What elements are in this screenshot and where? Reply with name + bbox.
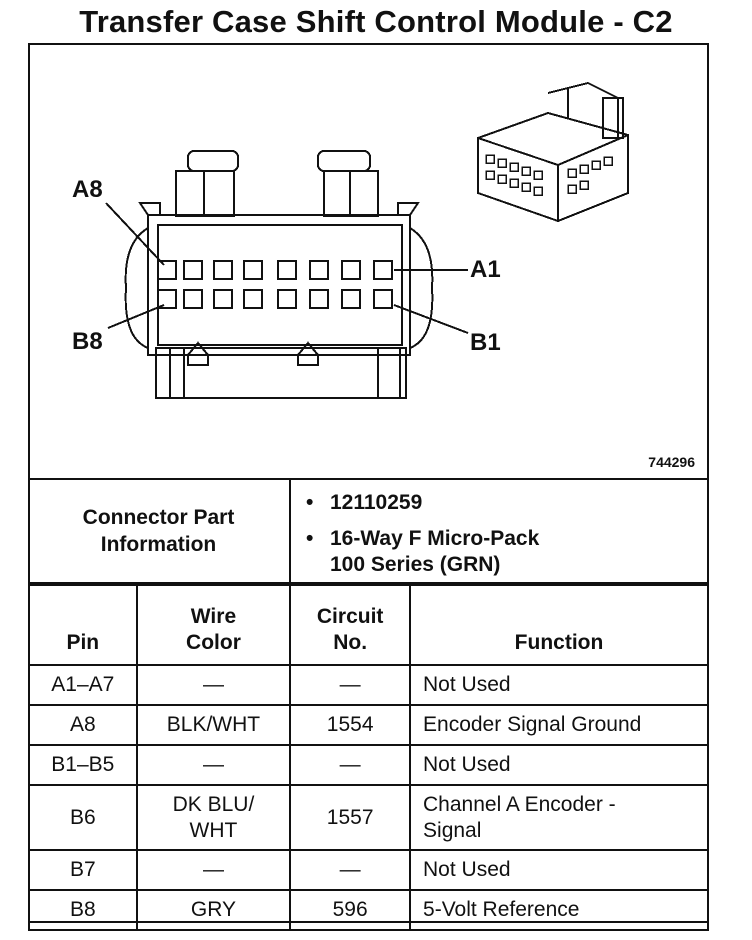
side-lock-right — [409, 227, 434, 349]
table-row: A1–A7 — — Not Used — [28, 664, 709, 706]
header-text: No. — [333, 631, 368, 654]
part-number: 12110259 — [330, 491, 423, 514]
cell-wire: BLK/WHT — [135, 704, 292, 746]
connector-info-label-line: Connector Part — [82, 506, 235, 529]
cell-wire: — — [135, 744, 292, 786]
table-row: B8 GRY 596 5-Volt Reference — [28, 889, 709, 931]
cell-wire: DK BLU/WHT — [135, 784, 292, 851]
connector-face-drawing — [105, 81, 629, 399]
cell-circuit: 1554 — [289, 704, 412, 746]
pin-row-a — [157, 260, 393, 280]
header-text: Circuit — [316, 605, 384, 628]
latch-right — [317, 150, 379, 217]
pin-cavity — [243, 260, 263, 280]
connector-part-info: Connector Part Information • 12110259 • 16… — [28, 480, 709, 584]
cell-text: Signal — [423, 818, 482, 842]
table-row: B7 — — Not Used — [28, 849, 709, 891]
pin-cavity — [309, 289, 329, 309]
cell-pin: B1–B5 — [28, 744, 138, 786]
corner-tab-left — [138, 202, 161, 216]
label-b8: B8 — [72, 328, 103, 355]
cell-function: Encoder Signal Ground — [409, 704, 709, 746]
key-arrow-left — [187, 341, 209, 366]
cell-pin: B6 — [28, 784, 138, 851]
pin-cavity — [309, 260, 329, 280]
bullet: • — [306, 527, 314, 550]
leader-b1 — [393, 304, 469, 334]
table-row: B1–B5 — — Not Used — [28, 744, 709, 786]
cell-wire: GRY — [135, 889, 292, 931]
table-row: A8 BLK/WHT 1554 Encoder Signal Ground — [28, 704, 709, 746]
cell-pin: B7 — [28, 849, 138, 891]
pin-cavity — [341, 260, 361, 280]
pin-row-b — [157, 289, 393, 309]
connector-body — [147, 214, 411, 356]
pin-cavity — [157, 289, 177, 309]
pin-cavity — [213, 289, 233, 309]
connector-isometric-view — [477, 81, 629, 223]
connector-info-details: • 12110259 • 16-Way F Micro-Pack 100 Serie… — [306, 490, 539, 578]
cell-pin: B8 — [28, 889, 138, 931]
description-line: 100 Series (GRN) — [330, 553, 501, 576]
cell-circuit: 1557 — [289, 784, 412, 851]
cell-wire: — — [135, 849, 292, 891]
description-line: • 16-Way F Micro-Pack — [306, 526, 539, 552]
header-function: Function — [409, 584, 709, 666]
pin-cavity — [373, 260, 393, 280]
pin-cavity — [157, 260, 177, 280]
cell-function: Not Used — [409, 849, 709, 891]
figure-id: 744296 — [648, 454, 695, 470]
connector-legs — [155, 341, 407, 399]
label-a8: A8 — [72, 176, 103, 203]
cell-function: Not Used — [409, 744, 709, 786]
connector-inner — [157, 224, 403, 346]
leader-a8 — [105, 202, 165, 266]
connector-info-label: Connector Part Information — [28, 480, 291, 582]
cell-function: Channel A Encoder -Signal — [409, 784, 709, 851]
cell-circuit: — — [289, 744, 412, 786]
part-number-line: • 12110259 — [306, 490, 539, 516]
corner-tab-right — [397, 202, 420, 216]
cell-circuit: — — [289, 849, 412, 891]
cell-text: WHT — [189, 818, 238, 842]
latch-left — [175, 150, 239, 217]
cell-function: Not Used — [409, 664, 709, 706]
bullet: • — [306, 491, 314, 514]
pin-cavity — [183, 260, 203, 280]
cell-pin: A1–A7 — [28, 664, 138, 706]
connector-info-label-line: Information — [100, 533, 217, 556]
cell-circuit: — — [289, 664, 412, 706]
pin-cavity — [183, 289, 203, 309]
side-lock-left — [124, 227, 149, 349]
label-b1: B1 — [470, 329, 501, 356]
cell-wire: — — [135, 664, 292, 706]
key-arrow-right — [297, 341, 319, 366]
cell-text: DK BLU/ — [172, 792, 255, 816]
label-a1: A1 — [470, 256, 501, 283]
page-title: Transfer Case Shift Control Module - C2 — [79, 4, 673, 39]
description-text: 16-Way F Micro-Pack — [330, 527, 540, 550]
pin-cavity — [213, 260, 233, 280]
leader-b8 — [107, 304, 165, 329]
cell-pin: A8 — [28, 704, 138, 746]
pin-cavity — [277, 260, 297, 280]
cell-text: Channel A Encoder - — [423, 792, 616, 816]
pin-cavity — [277, 289, 297, 309]
cell-function: 5-Volt Reference — [409, 889, 709, 931]
cell-circuit: 596 — [289, 889, 412, 931]
table-row: B6 DK BLU/WHT 1557 Channel A Encoder -Si… — [28, 784, 709, 851]
header-pin: Pin — [28, 584, 138, 666]
header-text: Wire — [190, 605, 237, 628]
connector-figure: A8 A1 B8 B1 744296 — [28, 43, 709, 480]
pin-cavity — [341, 289, 361, 309]
header-text: Color — [186, 631, 241, 654]
pin-cavity — [243, 289, 263, 309]
pin-cavity — [373, 289, 393, 309]
